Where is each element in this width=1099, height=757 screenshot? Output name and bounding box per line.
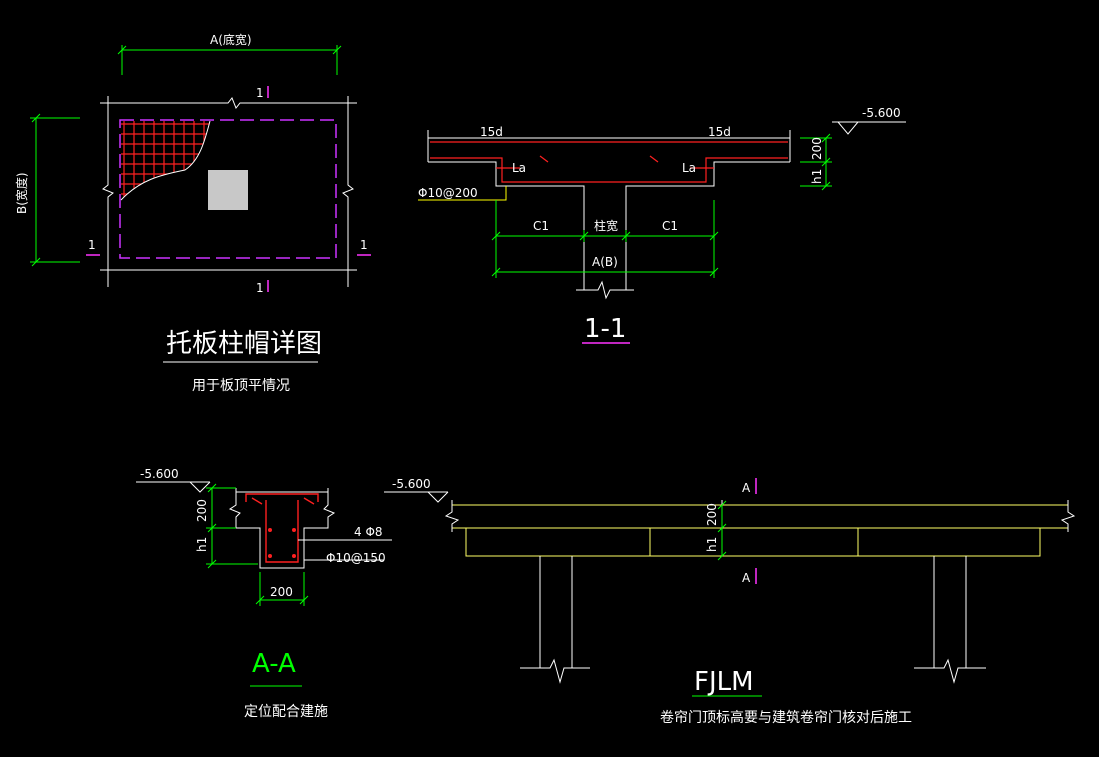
- plan-view: A(底宽) B(宽度): [14, 32, 371, 394]
- section-1-1-leader: [418, 186, 507, 201]
- plan-section-mark-bottom: 1: [256, 281, 264, 295]
- section-1-1-dim-c1-right: C1: [662, 219, 678, 233]
- section-1-1-rebar: [430, 141, 788, 183]
- plan-subtitle: 用于板顶平情况: [192, 378, 290, 394]
- section-a-a: -5.600 4 Φ8 Φ10@150: [136, 467, 392, 720]
- section-1-1-dim-h1: h1: [810, 169, 824, 184]
- fjlm-dim-h1: h1: [705, 537, 719, 552]
- plan-section-marks: [86, 86, 371, 292]
- section-1-1-15d-left: 15d: [480, 125, 503, 139]
- fjlm-elevation: -5.600: [392, 477, 431, 491]
- elevation-fjlm: -5.600 A A: [384, 477, 1076, 726]
- section-1-1: 15d 15d La La Φ10@200: [418, 106, 906, 344]
- section-1-1-elevation: -5.600: [862, 106, 901, 120]
- plan-dim-left: [30, 113, 80, 267]
- plan-dim-top-label: A(底宽): [210, 32, 252, 47]
- section-a-a-rebar-stirrup: Φ10@150: [326, 551, 386, 565]
- plan-section-mark-top: 1: [256, 86, 264, 100]
- section-a-a-elevation-mark: [136, 481, 211, 493]
- plan-dim-left-label: B(宽度): [14, 172, 29, 214]
- plan-column: [208, 170, 248, 210]
- fjlm-subtitle: 卷帘门顶标高要与建筑卷帘门核对后施工: [660, 709, 912, 726]
- section-a-a-dim-200-vert: 200: [195, 499, 209, 522]
- fjlm-section-mark-bottom: A: [742, 571, 751, 585]
- section-1-1-rebar-note: Φ10@200: [418, 186, 478, 200]
- section-1-1-dim-c1-left: C1: [533, 219, 549, 233]
- section-a-a-dims: [206, 483, 309, 606]
- plan-title: 托板柱帽详图: [166, 329, 322, 359]
- section-1-1-outline: [427, 130, 791, 300]
- section-a-a-dim-width: 200: [270, 585, 293, 599]
- plan-section-mark-left: 1: [88, 238, 96, 252]
- section-1-1-dims: [491, 133, 832, 278]
- section-a-a-rebar: [245, 493, 319, 563]
- fjlm-dim-200: 200: [705, 503, 719, 526]
- section-a-a-elevation: -5.600: [140, 467, 179, 481]
- section-1-1-la-left: La: [512, 161, 526, 175]
- section-1-1-title: 1-1: [584, 314, 626, 344]
- plan-section-mark-right: 1: [360, 238, 368, 252]
- fjlm-section-mark-top: A: [742, 481, 751, 495]
- plan-dim-top: [117, 45, 342, 75]
- section-a-a-rebar-dots: [268, 528, 296, 558]
- section-1-1-dim-total: A(B): [592, 255, 618, 269]
- section-a-a-leaders: [298, 539, 392, 561]
- section-1-1-15d-right: 15d: [708, 125, 731, 139]
- fjlm-dims: [717, 500, 727, 561]
- section-a-a-title: A-A: [252, 649, 296, 679]
- section-a-a-dim-h1: h1: [195, 537, 209, 552]
- section-a-a-outline: [228, 488, 336, 569]
- section-a-a-subtitle: 定位配合建施: [244, 704, 328, 720]
- section-1-1-la-right: La: [682, 161, 696, 175]
- fjlm-columns: [520, 556, 986, 684]
- fjlm-elevation-mark: [384, 491, 449, 503]
- section-a-a-rebar-longitudinal: 4 Φ8: [354, 525, 383, 539]
- section-1-1-dim-column: 柱宽: [594, 218, 618, 233]
- fjlm-slab: [452, 504, 1068, 557]
- plan-rebar-grid: [120, 120, 211, 201]
- plan-drop-panel: [119, 119, 337, 259]
- plan-outline: [100, 96, 357, 287]
- section-1-1-elevation-mark: [832, 121, 906, 135]
- fjlm-title: FJLM: [694, 667, 754, 697]
- section-1-1-dim-200: 200: [810, 137, 824, 160]
